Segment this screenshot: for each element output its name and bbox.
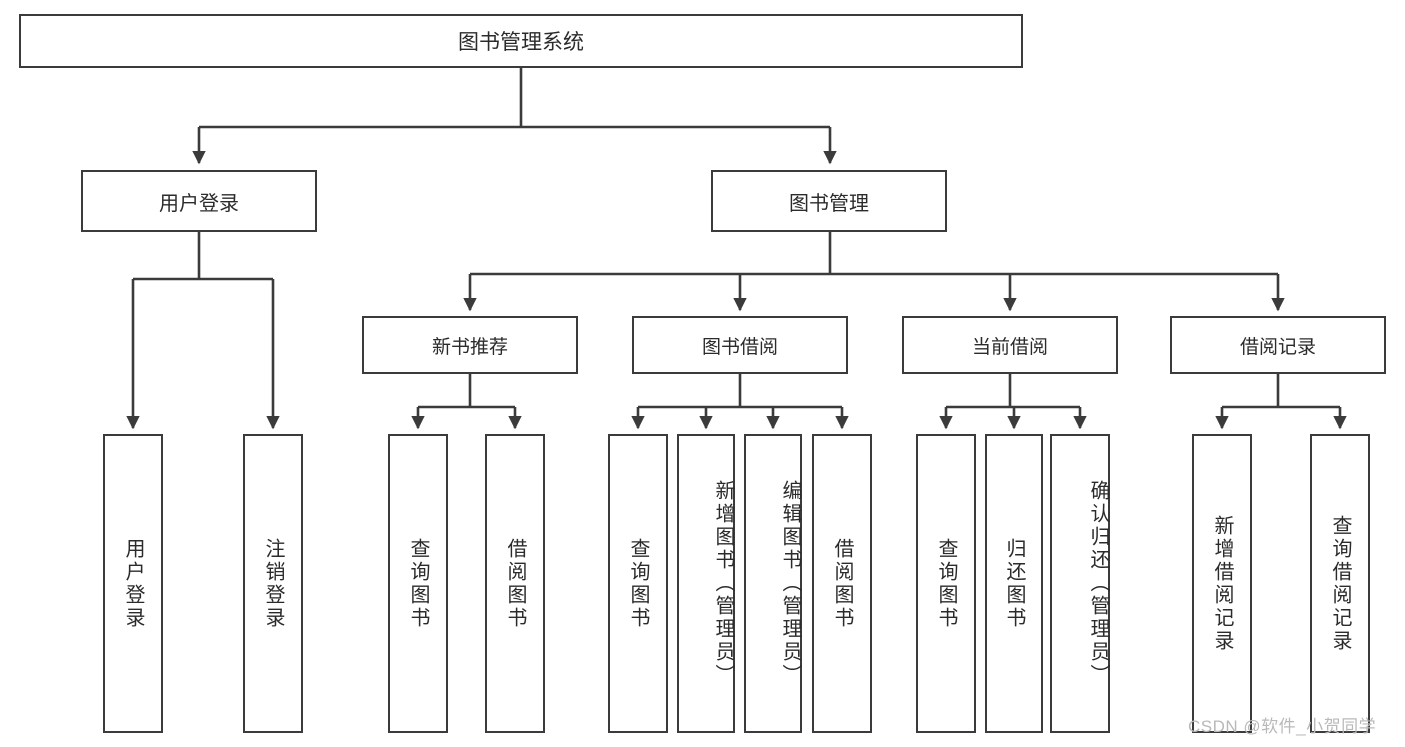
leaf-user-login-logout[interactable]: 注销登录 (243, 434, 303, 733)
leaf-book-borrow-edit[interactable]: 编辑图书（管理员） (744, 434, 802, 733)
leaf-current-borrow-query[interactable]: 查询图书 (916, 434, 976, 733)
csdn-watermark: CSDN @软件_小贺同学 (1188, 717, 1377, 736)
leaf-book-borrow-add[interactable]: 新增图书（管理员） (677, 434, 735, 733)
node-new-book-recommend[interactable]: 新书推荐 (362, 316, 578, 374)
node-user-login[interactable]: 用户登录 (81, 170, 317, 232)
leaf-borrow-record-query[interactable]: 查询借阅记录 (1310, 434, 1370, 733)
node-label: 借阅图书 (831, 537, 853, 630)
leaf-new-book-query[interactable]: 查询图书 (388, 434, 448, 733)
node-label: 编辑图书（管理员） (779, 480, 801, 687)
node-borrow-record[interactable]: 借阅记录 (1170, 316, 1386, 374)
node-label: 注销登录 (262, 537, 284, 630)
node-label: 查询图书 (935, 537, 957, 630)
node-book-borrow[interactable]: 图书借阅 (632, 316, 848, 374)
node-label: 新增借阅记录 (1211, 514, 1233, 653)
leaf-current-borrow-return[interactable]: 归还图书 (985, 434, 1043, 733)
leaf-book-borrow-borrow[interactable]: 借阅图书 (812, 434, 872, 733)
node-label: 用户登录 (159, 192, 239, 215)
node-label: 借阅记录 (1239, 336, 1316, 358)
node-root-system[interactable]: 图书管理系统 (19, 14, 1023, 68)
node-label: 查询借阅记录 (1329, 514, 1351, 653)
node-label: 归还图书 (1003, 537, 1025, 630)
node-label: 查询图书 (627, 537, 649, 630)
leaf-current-borrow-confirm-return[interactable]: 确认归还（管理员） (1050, 434, 1110, 733)
leaf-book-borrow-query[interactable]: 查询图书 (608, 434, 668, 733)
node-label: 图书借阅 (701, 336, 778, 358)
node-label: 借阅图书 (504, 537, 526, 630)
node-book-management[interactable]: 图书管理 (711, 170, 947, 232)
node-label: 新增图书（管理员） (712, 480, 734, 687)
leaf-user-login-login[interactable]: 用户登录 (103, 434, 163, 733)
node-label: 用户登录 (122, 537, 144, 630)
node-label: 当前借阅 (971, 336, 1048, 358)
node-current-borrow[interactable]: 当前借阅 (902, 316, 1118, 374)
leaf-new-book-borrow[interactable]: 借阅图书 (485, 434, 545, 733)
node-label: 新书推荐 (431, 336, 508, 358)
node-label: 图书管理系统 (458, 31, 584, 54)
leaf-borrow-record-add[interactable]: 新增借阅记录 (1192, 434, 1252, 733)
node-label: 图书管理 (789, 192, 869, 215)
node-label: 查询图书 (407, 537, 429, 630)
node-label: 确认归还（管理员） (1087, 480, 1109, 687)
